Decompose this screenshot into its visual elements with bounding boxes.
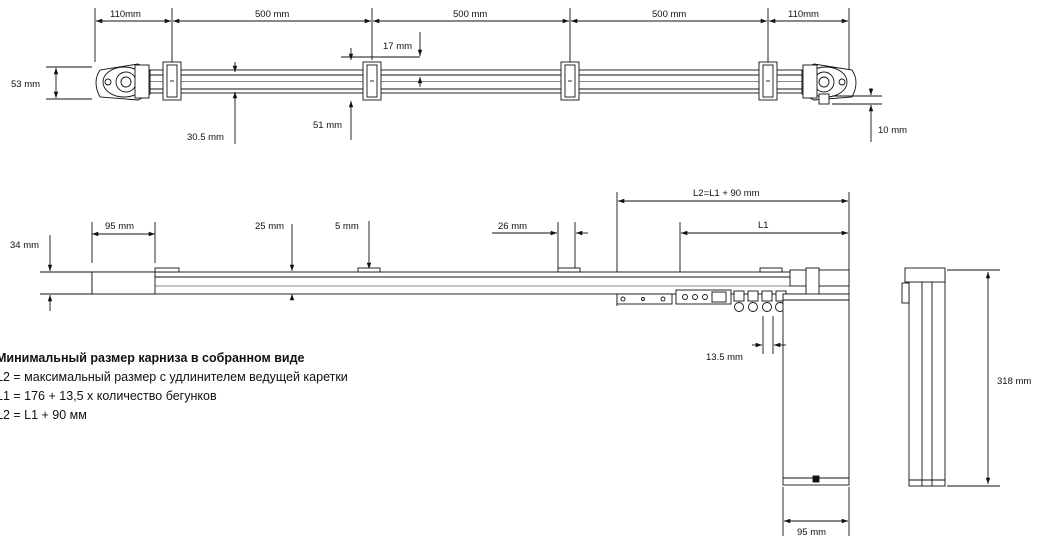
dim-95-left: 95 mm bbox=[105, 221, 134, 232]
side-view-labels: 34 mm 95 mm 25 mm 5 mm 26 mm L2=L1 + 90 … bbox=[10, 188, 826, 538]
dim-26: 26 mm bbox=[498, 221, 527, 232]
notes-block: Минимальный размер карниза в собранном в… bbox=[0, 349, 348, 425]
dim-span-3: 500 mm bbox=[652, 9, 686, 20]
notes-line-1: L2 = максимальный размер с удлинителем в… bbox=[0, 370, 348, 384]
dim-right-end: 110mm bbox=[788, 9, 819, 20]
end-view bbox=[901, 267, 1000, 487]
dim-5: 5 mm bbox=[335, 221, 359, 232]
notes-line-3: L2 = L1 + 90 мм bbox=[0, 408, 87, 422]
dim-318: 318 mm bbox=[997, 376, 1031, 387]
dim-span-2: 500 mm bbox=[453, 9, 487, 20]
dim-span-1: 500 mm bbox=[255, 9, 289, 20]
dim-gap-17: 17 mm bbox=[383, 41, 412, 52]
dim-95-bottom: 95 mm bbox=[797, 527, 826, 538]
dim-l2: L2=L1 + 90 mm bbox=[693, 188, 760, 199]
dim-left-end: 110mm bbox=[110, 9, 141, 20]
dim-13-5: 13.5 mm bbox=[706, 352, 743, 363]
dim-l1: L1 bbox=[758, 220, 769, 231]
top-view bbox=[46, 8, 882, 144]
dim-25: 25 mm bbox=[255, 221, 284, 232]
dim-10: 10 mm bbox=[878, 125, 907, 136]
top-view-labels: 110mm 500 mm 500 mm 500 mm 110mm 53 mm 1… bbox=[11, 9, 907, 143]
side-view bbox=[40, 192, 850, 536]
dim-30-5: 30.5 mm bbox=[187, 132, 224, 143]
notes-line-2: L1 = 176 + 13,5 x количество бегунков bbox=[0, 389, 217, 403]
dim-34: 34 mm bbox=[10, 240, 39, 251]
notes-title: Минимальный размер карниза в собранном в… bbox=[0, 351, 305, 365]
dim-height-53: 53 mm bbox=[11, 79, 40, 90]
dim-51: 51 mm bbox=[313, 120, 342, 131]
